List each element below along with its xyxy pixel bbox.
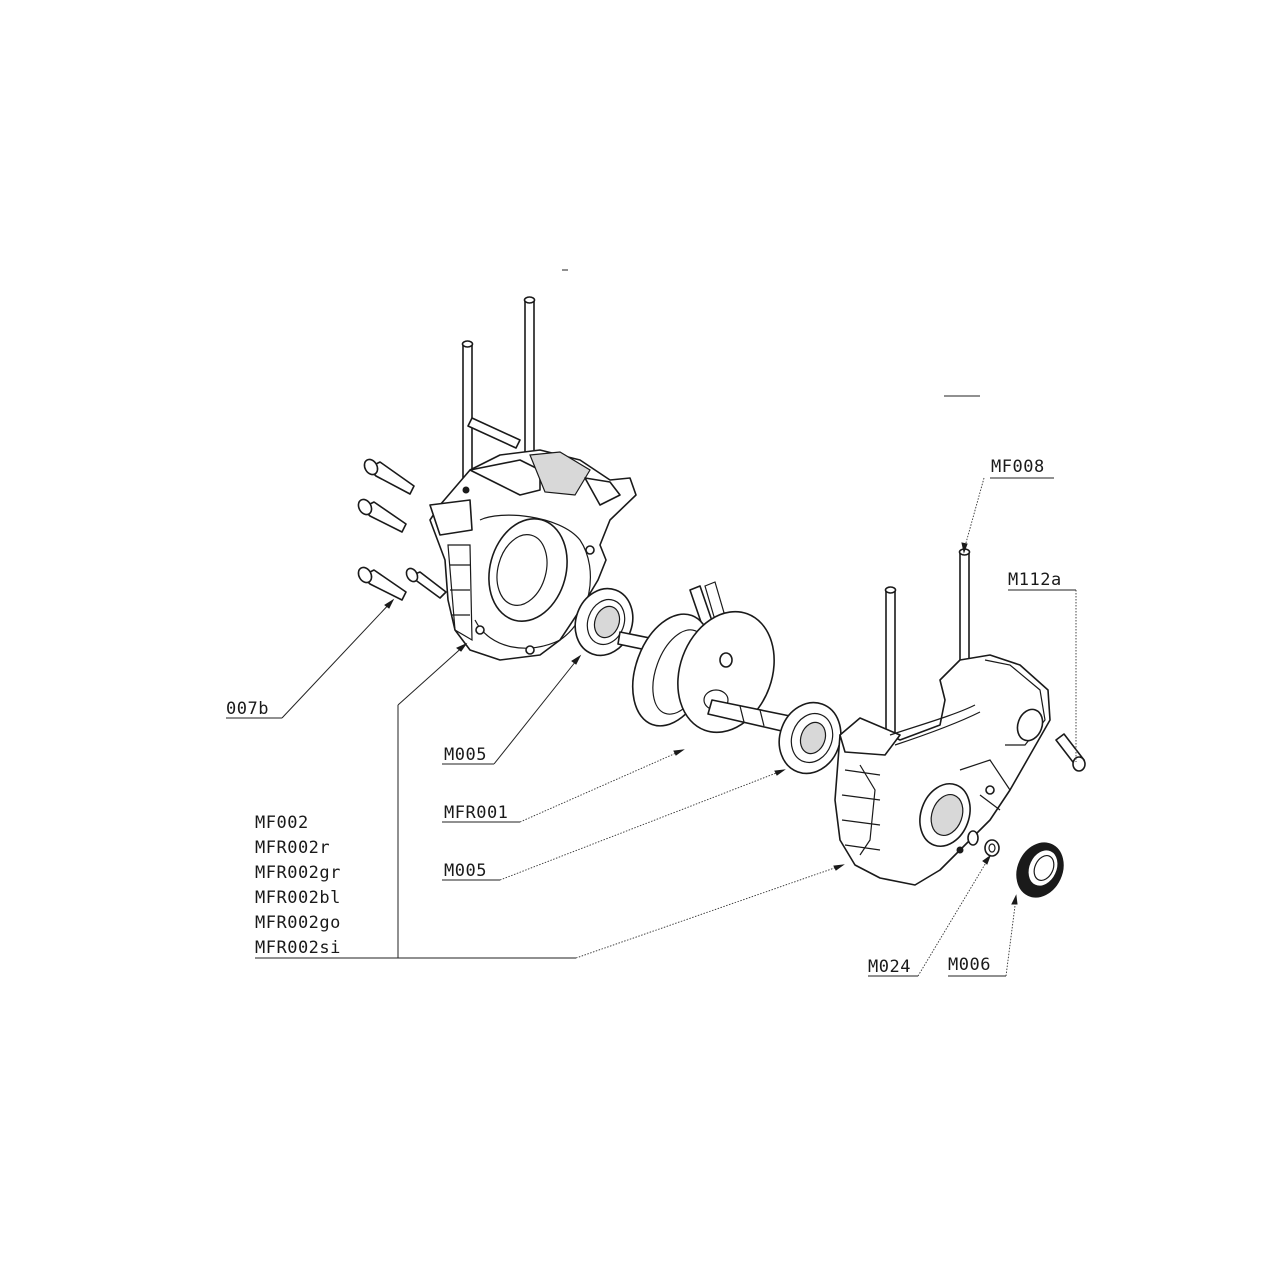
right-crankcase-half-icon [834,548,1051,886]
variant-label: MFR002si [255,938,341,958]
hex-bolt-icon [357,498,407,533]
bolt-set-left [357,458,447,601]
variant-label: MF002 [255,813,309,833]
label-m006: M006 [948,955,991,975]
ball-bearing-icon [778,701,842,775]
crankshaft-assembly-icon [617,581,791,734]
label-m024: M024 [868,957,911,977]
variant-label: MFR002gr [255,863,341,883]
hex-bolt-icon [1055,733,1086,772]
label-m112a: M112a [1008,570,1062,590]
stud-icon [885,589,896,741]
hex-bolt-icon [363,458,415,495]
oil-seal-ring-icon [1016,842,1064,898]
hex-bolt-icon [357,566,407,601]
crankcase-variant-list: MF002 MFR002r MFR002gr MFR002bl MFR002go… [255,813,341,958]
stud-icon [462,343,473,485]
stud-icon [524,299,535,461]
label-m005-top: M005 [444,745,487,765]
washer-icon [967,830,1000,857]
variant-label: MFR002go [255,913,341,933]
hex-bolt-icon [405,567,447,599]
variant-label: MFR002bl [255,888,341,908]
variant-label: MFR002r [255,838,330,858]
label-m005-bottom: M005 [444,861,487,881]
label-mfr001: MFR001 [444,803,508,823]
label-007b: 007b [226,699,269,719]
left-crankcase-half-icon [429,296,637,661]
label-mf008: MF008 [991,457,1045,477]
